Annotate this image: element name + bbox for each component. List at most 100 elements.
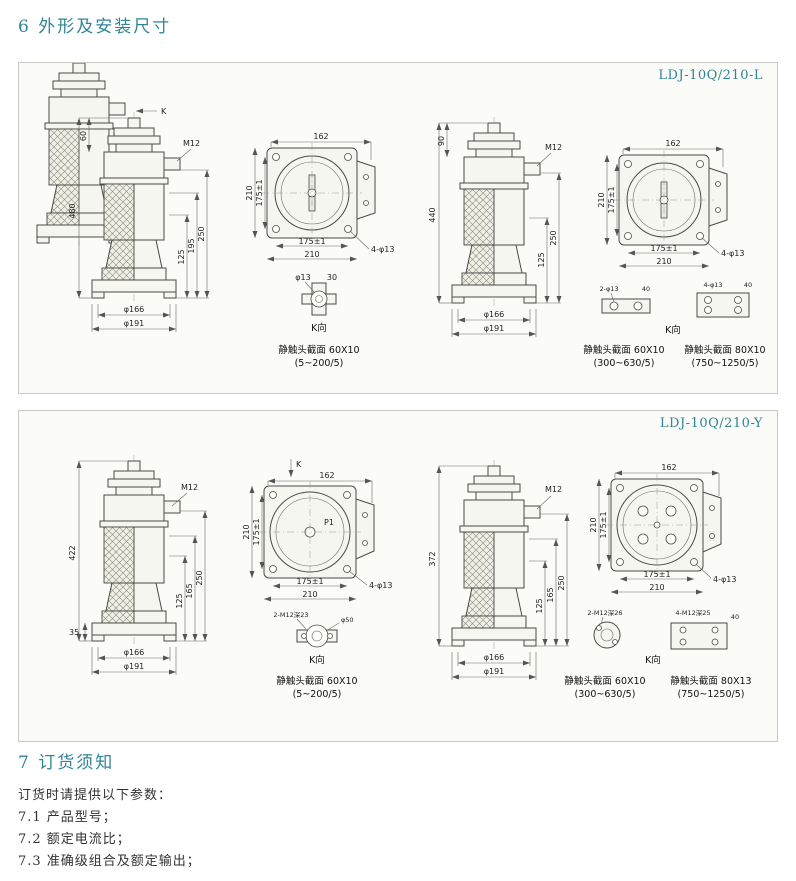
k-detail-large-ratio: 4-M12深25 40 — [670, 608, 739, 650]
detail-hole-label: 2-M12深26 — [587, 608, 622, 617]
dim-dia-191: φ191 — [484, 667, 505, 676]
front-view-small-ratio: 162 210 175±1 175±1 210 4-φ13 — [245, 132, 394, 262]
drawing-ldj-10q-210-l: K 480 60 M12 125 195 250 φ166 φ191 — [36, 63, 766, 369]
detail-hole-label: 4-M12深25 — [675, 608, 710, 617]
terminal-thread-label: M12 — [181, 483, 198, 492]
dim-dia-166: φ166 — [124, 305, 145, 314]
front-view-large-ratio: 162 210 175±1 175±1 210 4-φ13 — [597, 139, 744, 269]
panel-ldj-10q-210-l: K 480 60 M12 125 195 250 φ166 φ191 — [18, 62, 778, 394]
dim-175-bottom: 175±1 — [650, 244, 677, 253]
dim-overall-height: 372 — [428, 551, 437, 566]
model-label: LDJ-10Q/210-L — [658, 68, 763, 83]
dim-162: 162 — [665, 139, 680, 148]
terminal-thread-label: M12 — [183, 139, 200, 148]
dim-165: 165 — [546, 587, 555, 602]
k-view-label: K向 — [645, 654, 661, 666]
caption-section: 静触头截面 60X10 — [276, 675, 357, 687]
dim-165: 165 — [185, 583, 194, 598]
k-view-label: K向 — [311, 322, 327, 334]
dim-overall-height: 440 — [428, 207, 437, 222]
section-6-heading: 6 外形及安装尺寸 — [18, 17, 172, 37]
ordering-item-3: 7.3 准确级组合及额定输出； — [18, 854, 201, 869]
detail-hole-label: 4-φ13 — [703, 281, 722, 289]
caption-ratio: (5~200/5) — [293, 689, 342, 700]
terminal-p1-label: P1 — [324, 518, 334, 527]
dim-175-left: 175±1 — [607, 186, 616, 213]
dim-162: 162 — [661, 463, 676, 472]
caption-ratio: (5~200/5) — [295, 358, 344, 369]
front-view-large-ratio: 162 210 175±1 175±1 210 4-φ13 — [589, 463, 736, 595]
k-direction-arrow-label: K — [296, 460, 302, 469]
k-detail-small-ratio: φ13 30 K向 — [295, 273, 337, 334]
terminal-thread-label: M12 — [545, 143, 562, 152]
caption-section: 静触头截面 60X10 — [278, 344, 359, 356]
caption-section: 静触头截面 80X10 — [684, 344, 765, 356]
section-7-heading: 7 订货须知 — [18, 753, 115, 773]
dim-dia-191: φ191 — [124, 662, 145, 671]
dim-35: 35 — [69, 628, 79, 637]
panel-ldj-10q-210-y: 422 M12 125 165 250 35 φ166 φ191 — [18, 410, 778, 742]
dim-210-left: 210 — [242, 524, 251, 539]
ordering-item-1: 7.1 产品型号； — [18, 810, 117, 825]
detail-dim-label: 30 — [327, 273, 337, 282]
dim-top-cap: 60 — [79, 131, 88, 141]
mounting-holes-label: 4-φ13 — [369, 581, 392, 590]
k-detail-medium-ratio: 2-M12深26 — [587, 608, 623, 649]
dim-175-bottom: 175±1 — [296, 577, 323, 586]
dim-175-left: 175±1 — [599, 511, 608, 538]
mounting-holes-label: 4-φ13 — [721, 249, 744, 258]
k-view-label: K向 — [309, 654, 325, 666]
dim-250: 250 — [557, 575, 566, 590]
dim-210-bottom: 210 — [649, 583, 664, 592]
k-direction-arrow-label: K — [161, 107, 167, 116]
side-view-small-ratio: 422 M12 125 165 250 35 φ166 φ191 — [68, 454, 208, 675]
dim-175-left: 175±1 — [252, 518, 261, 545]
drawing-ldj-10q-210-y: 422 M12 125 165 250 35 φ166 φ191 — [68, 454, 752, 700]
dim-250: 250 — [197, 226, 206, 241]
mounting-holes-label: 4-φ13 — [371, 245, 394, 254]
dim-175-left: 175±1 — [255, 179, 264, 206]
dim-125: 125 — [537, 252, 546, 267]
k-detail-large-ratio: 4-φ13 40 — [696, 281, 752, 318]
caption-section: 静触头截面 80X13 — [670, 675, 751, 687]
dim-162: 162 — [319, 471, 334, 480]
caption-ratio: (300~630/5) — [575, 689, 636, 700]
detail-dim-label: 40 — [744, 281, 752, 289]
side-view-small-ratio: K 480 60 M12 125 195 250 φ166 φ191 — [36, 63, 210, 332]
dim-overall-height: 480 — [68, 203, 77, 218]
dim-dia-191: φ191 — [484, 324, 505, 333]
dim-162: 162 — [313, 132, 328, 141]
terminal-thread-label: M12 — [545, 485, 562, 494]
caption-ratio: (750~1250/5) — [678, 689, 745, 700]
ordering-notes: 订货时请提供以下参数： 7.1 产品型号； 7.2 额定电流比； 7.3 准确级… — [18, 788, 201, 876]
caption-ratio: (300~630/5) — [594, 358, 655, 369]
dim-250: 250 — [195, 570, 204, 585]
side-view-large-ratio: 440 90 M12 125 250 φ166 φ191 — [428, 116, 562, 337]
mounting-holes-label: 4-φ13 — [713, 575, 736, 584]
caption-ratio: (750~1250/5) — [692, 358, 759, 369]
ordering-item-2: 7.2 额定电流比； — [18, 832, 131, 847]
detail-hole-label: 2-φ13 — [599, 285, 618, 293]
dim-125: 125 — [175, 593, 184, 608]
ordering-intro: 订货时请提供以下参数： — [18, 788, 173, 803]
dim-210-bottom: 210 — [302, 590, 317, 599]
dim-top-cap: 90 — [437, 136, 446, 146]
detail-dim-label: 40 — [731, 613, 739, 621]
dim-210-left: 210 — [245, 185, 254, 200]
dim-175-bottom: 175±1 — [643, 570, 670, 579]
dim-210-bottom: 210 — [304, 250, 319, 259]
dim-195: 195 — [187, 238, 196, 253]
detail-dim-label: 40 — [642, 285, 650, 293]
dim-175-bottom: 175±1 — [298, 237, 325, 246]
front-view-small-ratio: P1 K 162 210 175±1 175±1 210 4-φ13 — [242, 459, 392, 602]
dim-210-bottom: 210 — [656, 257, 671, 266]
dim-dia-166: φ166 — [484, 653, 505, 662]
detail-dia-label: φ50 — [341, 616, 354, 624]
model-label: LDJ-10Q/210-Y — [659, 416, 763, 431]
dim-210-left: 210 — [589, 517, 598, 532]
k-detail-small-ratio: 2-M12深23 φ50 K向 — [273, 610, 353, 666]
dim-250: 250 — [549, 230, 558, 245]
caption-section: 静触头截面 60X10 — [583, 344, 664, 356]
dim-overall-height: 422 — [68, 545, 77, 560]
k-view-label: K向 — [665, 324, 681, 336]
